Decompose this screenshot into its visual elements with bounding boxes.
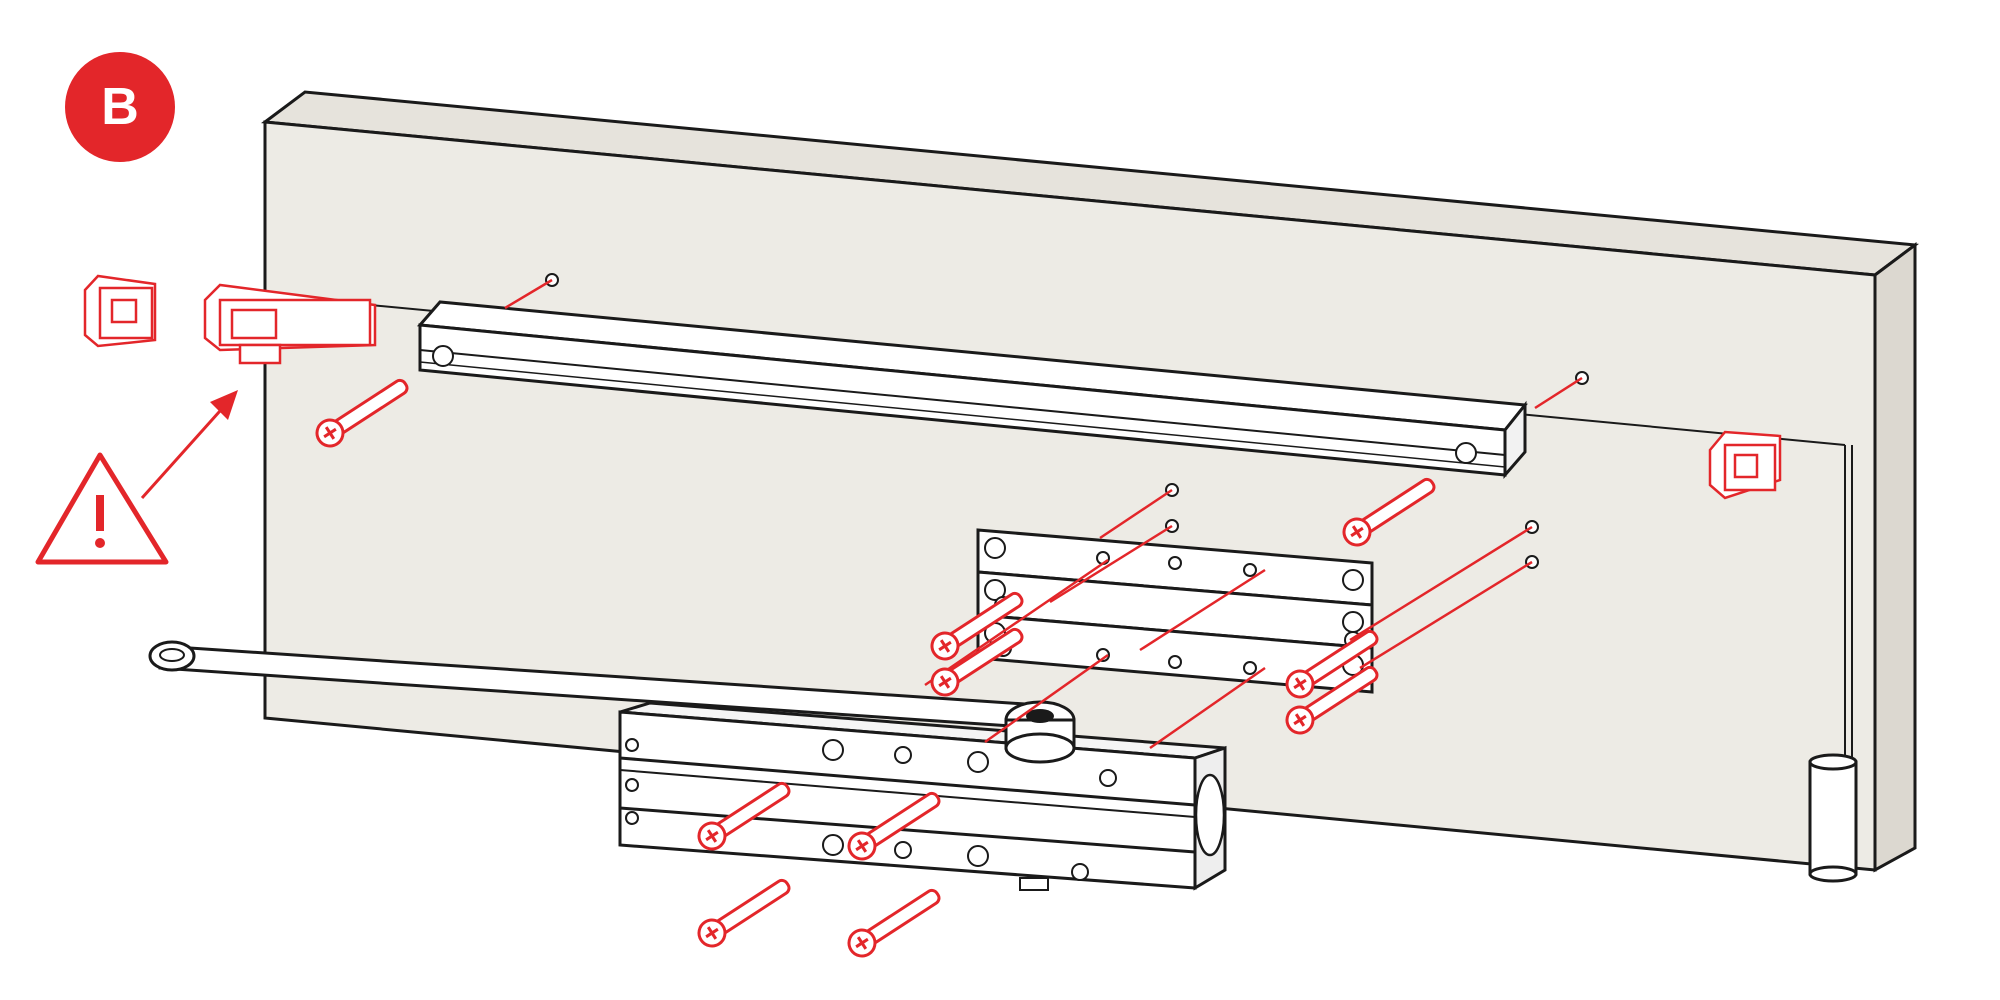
step-badge: B (65, 52, 175, 162)
door-stop (1808, 753, 1858, 883)
end-cap-icon (203, 283, 377, 365)
end-cap-icon (1708, 430, 1782, 500)
end-caps (83, 274, 1782, 500)
warning-triangle-icon (35, 390, 238, 565)
alignment-lines (504, 278, 1583, 750)
end-cap-icon (83, 274, 157, 348)
mounting-plate (976, 528, 1374, 694)
closer-arm (148, 640, 1076, 764)
screw-icon (842, 881, 947, 963)
guide-rail (416, 300, 1528, 480)
screw-icon (692, 871, 797, 953)
